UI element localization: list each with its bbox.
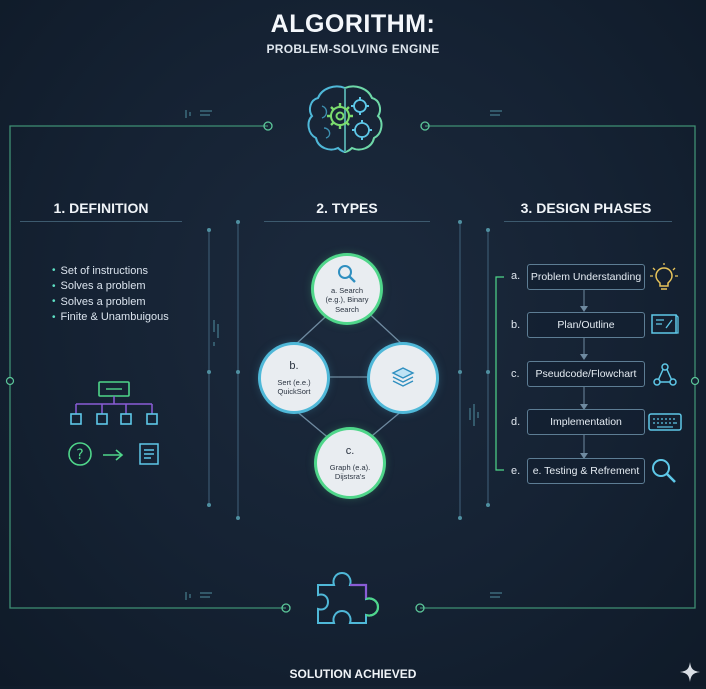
type-node-sort: b. Sert (e.e.) QuickSort bbox=[261, 345, 327, 411]
page-subtitle: PROBLEM-SOLVING ENGINE bbox=[266, 42, 440, 56]
type-search-label: a. Search (e.g.), Binary Search bbox=[325, 285, 369, 314]
phase-letter-c: c. bbox=[511, 368, 520, 380]
type-node-graph: c. Graph (e.a). Dijstsra's bbox=[317, 430, 383, 496]
svg-text:?: ? bbox=[76, 447, 83, 463]
arrow-right-icon bbox=[101, 448, 125, 462]
flowchart-icon bbox=[652, 362, 678, 388]
type-node-layers bbox=[370, 345, 436, 411]
design-phases-title: 3. DESIGN PHASES bbox=[520, 200, 652, 216]
sparkle-icon bbox=[678, 660, 702, 684]
keyboard-icon bbox=[648, 412, 682, 432]
type-graph-label: Graph (e.a). Dijstsra's bbox=[329, 462, 371, 481]
types-underline bbox=[264, 221, 430, 222]
hierarchy-tree-icon bbox=[62, 378, 166, 470]
blueprint-icon bbox=[650, 312, 680, 336]
definition-bullet-list: Set of instructions Solves a problem Sol… bbox=[52, 263, 202, 325]
phase-box-implementation: Implementation bbox=[527, 409, 645, 435]
phase-letter-a: a. bbox=[511, 270, 521, 282]
phase-box-plan-outline: Plan/Outline bbox=[527, 312, 645, 338]
phase-letter-e: e. bbox=[511, 465, 521, 477]
document-icon bbox=[138, 442, 160, 466]
list-item: Set of instructions bbox=[52, 263, 202, 279]
phase-box-problem-understanding: Problem Understanding bbox=[527, 264, 645, 290]
types-title: 2. TYPES bbox=[316, 200, 378, 216]
magnifier-icon bbox=[650, 457, 678, 485]
phase-box-pseudocode: Pseudcode/Flowchart bbox=[527, 361, 645, 387]
list-item: Finite & Unambuigous bbox=[52, 310, 202, 326]
page-title: ALGORITHM: bbox=[270, 10, 436, 38]
phase-letter-d: d. bbox=[511, 416, 521, 428]
phase-box-testing: e. Testing & Refrement bbox=[527, 458, 645, 484]
layers-icon bbox=[391, 367, 415, 387]
lightbulb-icon bbox=[650, 262, 678, 292]
definition-title: 1. DEFINITION bbox=[53, 200, 149, 216]
puzzle-piece-icon bbox=[310, 565, 382, 625]
list-item: Solves a problem bbox=[52, 294, 202, 310]
brain-gears-icon bbox=[300, 80, 390, 160]
definition-underline bbox=[20, 221, 182, 222]
phase-letter-b: b. bbox=[511, 319, 521, 331]
question-mark-icon: ? bbox=[67, 441, 93, 467]
magnifier-icon bbox=[338, 264, 356, 283]
footer-solution: SOLUTION ACHIEVED bbox=[289, 667, 417, 681]
type-node-search: a. Search (e.g.), Binary Search bbox=[314, 256, 380, 322]
list-item: Solves a problem bbox=[52, 279, 202, 295]
design-phases-underline bbox=[504, 221, 672, 222]
type-sort-label: Sert (e.e.) QuickSort bbox=[277, 377, 311, 396]
type-graph-letter: c. bbox=[345, 444, 355, 457]
type-sort-letter: b. bbox=[289, 359, 299, 372]
